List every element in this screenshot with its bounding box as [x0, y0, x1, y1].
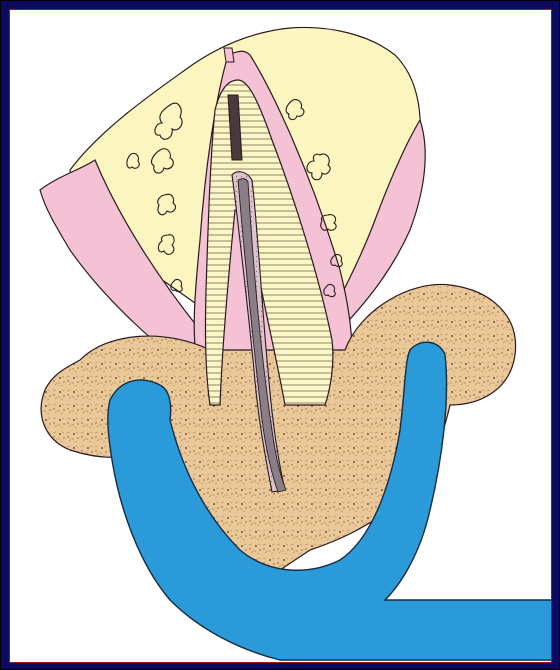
illustration-canvas — [9, 9, 552, 663]
dental-impression-diagram — [10, 10, 552, 663]
apex-tip — [224, 48, 234, 62]
